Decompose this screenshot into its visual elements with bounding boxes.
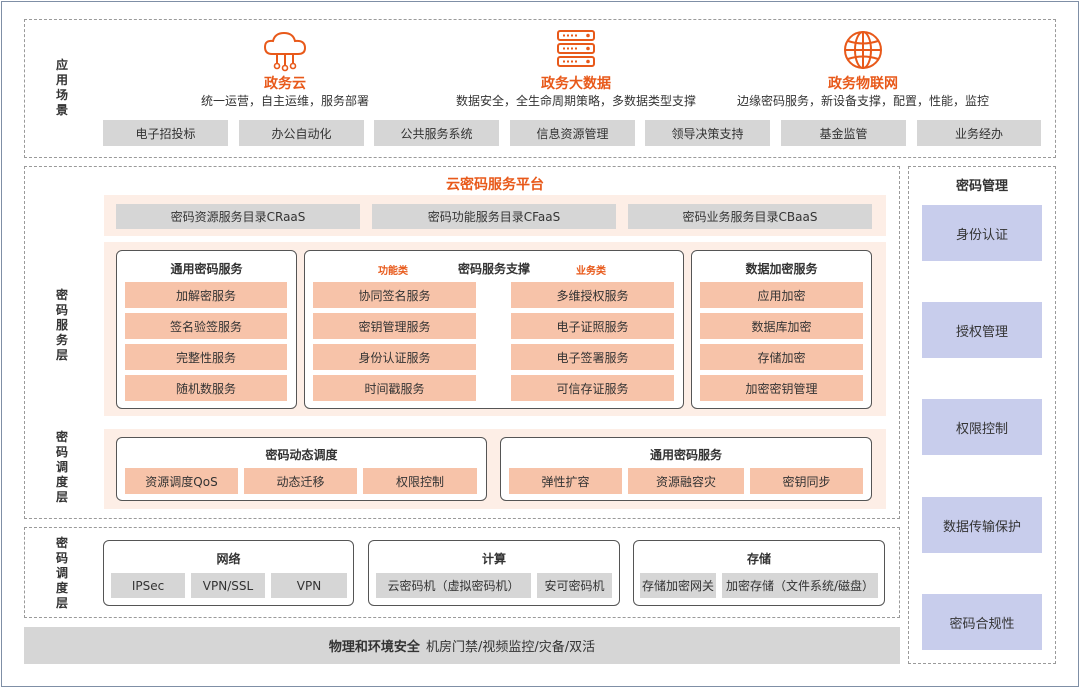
service-item[interactable]: 可信存证服务 — [511, 375, 674, 401]
management-item[interactable]: 密码合规性 — [922, 594, 1042, 650]
scenario-title: 政务大数据 — [541, 76, 611, 92]
general-crypto2-title: 通用密码服务 — [649, 448, 722, 462]
service-item[interactable]: 密钥管理服务 — [313, 313, 476, 339]
service-section — [24, 166, 900, 519]
management-item[interactable]: 数据传输保护 — [922, 497, 1042, 553]
application-section — [24, 19, 1056, 158]
network-title: 网络 — [216, 552, 241, 566]
management-item[interactable]: 身份认证 — [922, 205, 1042, 261]
service-item[interactable]: 电子证照服务 — [511, 313, 674, 339]
cloud-network-icon — [263, 31, 307, 72]
service-item[interactable]: 存储加密 — [700, 344, 863, 370]
physical-security-items: 机房门禁/视频监控/灾备/双活 — [425, 640, 596, 655]
service-item[interactable]: 协同签名服务 — [313, 282, 476, 308]
catalog-item[interactable]: 密码业务服务目录CBaaS — [628, 204, 872, 229]
service-item[interactable]: 签名验签服务 — [125, 313, 287, 339]
catalog-item[interactable]: 密码资源服务目录CRaaS — [116, 204, 360, 229]
storage-item[interactable]: 存储加密网关 — [640, 573, 716, 598]
sched-item[interactable]: 资源调度QoS — [125, 468, 238, 494]
platform-title: 云密码服务平台 — [446, 177, 544, 193]
server-rack-icon — [557, 30, 595, 67]
service-item[interactable]: 加解密服务 — [125, 282, 287, 308]
app-button[interactable]: 业务经办 — [917, 120, 1041, 146]
management-item[interactable]: 授权管理 — [922, 302, 1042, 358]
app-button[interactable]: 办公自动化 — [239, 120, 364, 146]
network-item[interactable]: VPN — [271, 573, 347, 598]
management-title: 密码管理 — [955, 179, 1008, 194]
layer-label-application: 应用场景 — [55, 58, 68, 117]
scenario-title: 政务云 — [264, 76, 306, 92]
compute-title: 计算 — [481, 552, 506, 566]
service-item[interactable]: 多维授权服务 — [511, 282, 674, 308]
app-button[interactable]: 公共服务系统 — [374, 120, 499, 146]
physical-security-bar: 物理和环境安全 机房门禁/视频监控/灾备/双活 — [24, 627, 900, 664]
tag-business: 业务类 — [576, 266, 606, 277]
sched-item[interactable]: 密钥同步 — [750, 468, 863, 494]
sched-item[interactable]: 动态迁移 — [244, 468, 357, 494]
dynamic-sched-title: 密码动态调度 — [265, 448, 338, 462]
app-button[interactable]: 信息资源管理 — [510, 120, 635, 146]
physical-security-title: 物理和环境安全 — [328, 640, 420, 655]
scenario-title: 政务物联网 — [828, 76, 898, 92]
service-item[interactable]: 数据库加密 — [700, 313, 863, 339]
scenario-desc: 统一运营，自主运维，服务部署 — [200, 94, 369, 108]
sched-item[interactable]: 资源融容灾 — [628, 468, 744, 494]
sched-item[interactable]: 权限控制 — [363, 468, 477, 494]
app-button[interactable]: 基金监管 — [781, 120, 906, 146]
network-item[interactable]: IPSec — [111, 573, 185, 598]
storage-item[interactable]: 加密存储（文件系统/磁盘） — [722, 573, 878, 598]
compute-item[interactable]: 云密码机（虚拟密码机） — [376, 573, 531, 598]
service-item[interactable]: 完整性服务 — [125, 344, 287, 370]
resource-section — [24, 527, 900, 618]
layer-label-service: 密码服务层 — [55, 288, 68, 362]
service-item[interactable]: 随机数服务 — [125, 375, 287, 401]
app-button[interactable]: 电子招投标 — [103, 120, 228, 146]
management-section — [908, 166, 1056, 664]
globe-icon — [844, 31, 882, 69]
compute-item[interactable]: 安可密码机 — [537, 573, 612, 598]
catalog-item[interactable]: 密码功能服务目录CFaaS — [372, 204, 616, 229]
service-item[interactable]: 时间戳服务 — [313, 375, 476, 401]
layer-label-base: 密码调度层 — [55, 536, 68, 610]
layer-label-scheduling: 密码调度层 — [55, 430, 68, 504]
scenario-desc: 数据安全，全生命周期策略，多数据类型支撑 — [455, 94, 696, 108]
general-crypto-title: 通用密码服务 — [170, 262, 243, 276]
data-encrypt-title: 数据加密服务 — [745, 262, 818, 276]
storage-title: 存储 — [746, 552, 771, 566]
crypto-support-title: 密码服务支撑 — [457, 262, 530, 276]
service-item[interactable]: 应用加密 — [700, 282, 863, 308]
tag-functional: 功能类 — [378, 266, 408, 277]
app-button[interactable]: 领导决策支持 — [645, 120, 770, 146]
sched-item[interactable]: 弹性扩容 — [509, 468, 622, 494]
scenario-desc: 边缘密码服务，新设备支撑，配置，性能，监控 — [736, 94, 989, 108]
service-item[interactable]: 加密密钥管理 — [700, 375, 863, 401]
service-item[interactable]: 电子签署服务 — [511, 344, 674, 370]
network-item[interactable]: VPN/SSL — [191, 573, 265, 598]
management-item[interactable]: 权限控制 — [922, 399, 1042, 455]
service-item[interactable]: 身份认证服务 — [313, 344, 476, 370]
